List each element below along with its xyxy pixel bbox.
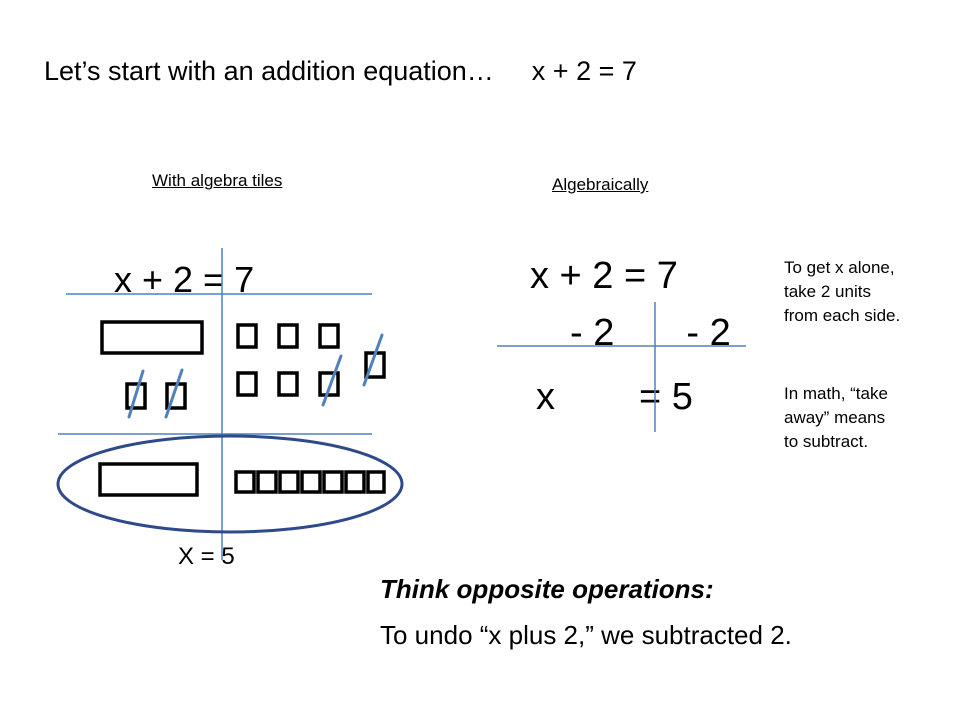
conclusion-text: To undo “x plus 2,” we subtracted 2. xyxy=(380,620,792,650)
result-ellipse xyxy=(56,434,404,534)
tiles-result: X = 5 xyxy=(178,543,235,570)
algebra-heading: Algebraically xyxy=(552,175,649,194)
unit-tile xyxy=(256,470,278,494)
tiles-heading: With algebra tiles xyxy=(152,171,283,190)
cross-out-slash xyxy=(321,354,343,407)
unit-tile xyxy=(318,323,340,349)
result-rhs: = 5 xyxy=(639,376,693,418)
unit-tile xyxy=(234,470,256,494)
result-x: x xyxy=(536,376,555,418)
unit-tile xyxy=(278,470,300,494)
unit-tile xyxy=(300,470,322,494)
unit-tile xyxy=(277,323,299,349)
conclusion-heading: Think opposite operations: xyxy=(380,574,714,604)
cross-out-slash xyxy=(164,368,184,419)
algebra-result-row: x = 5 xyxy=(536,378,693,416)
title: Let’s start with an addition equation… x … xyxy=(44,58,637,85)
unit-tile xyxy=(236,371,258,397)
tiles-equation: x + 2 = 7 xyxy=(114,259,255,300)
unit-tile xyxy=(366,470,386,494)
cross-out-slash xyxy=(127,369,145,419)
unit-tile xyxy=(318,371,340,397)
x-tile xyxy=(100,320,204,355)
unit-tile xyxy=(344,470,366,494)
unit-tile xyxy=(236,323,258,349)
unit-tile xyxy=(125,382,147,410)
title-text: Let’s start with an addition equation… xyxy=(44,56,494,86)
cross-out-slash xyxy=(362,333,384,387)
title-equation: x + 2 = 7 xyxy=(531,56,637,86)
unit-tile xyxy=(277,371,299,397)
unit-tile xyxy=(322,470,344,494)
x-tile xyxy=(98,462,199,497)
algebra-equation: x + 2 = 7 xyxy=(530,255,678,297)
